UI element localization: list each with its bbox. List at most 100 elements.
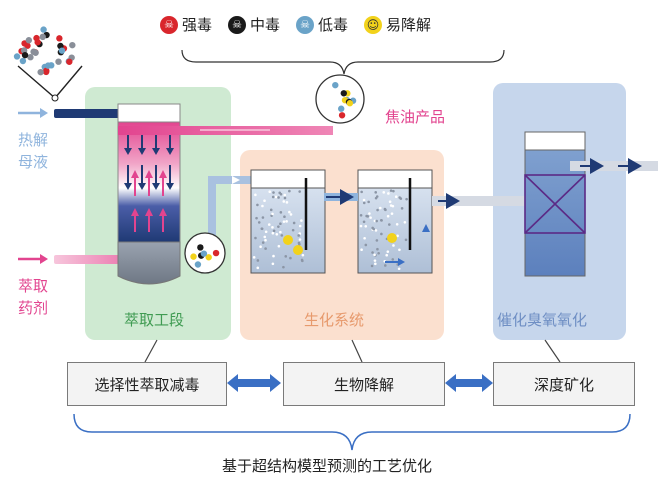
sludge-particle	[280, 234, 284, 237]
pollutant-molecule	[197, 244, 204, 251]
sludge-particle	[257, 221, 261, 224]
sludge-particle	[388, 223, 391, 226]
legend-item-low: ☠ 低毒	[296, 14, 348, 35]
sludge-particle	[277, 225, 280, 228]
sludge-particle	[272, 229, 276, 233]
pollutant-molecule	[205, 254, 212, 261]
sludge-particle	[285, 201, 289, 204]
sludge-particle	[371, 251, 374, 254]
sludge-particle	[382, 191, 386, 194]
pollutant-molecule	[37, 68, 44, 76]
sludge-particle	[376, 247, 379, 251]
catalyst-bed	[524, 174, 586, 234]
sludge-particle	[279, 211, 283, 214]
pollutant-molecule	[39, 33, 46, 41]
sludge-particle	[359, 224, 363, 228]
sludge-particle	[366, 215, 370, 218]
sludge-particle	[380, 232, 383, 236]
sludge-particle	[261, 216, 265, 219]
pollutant-molecule	[346, 100, 354, 107]
pollutant-molecule	[40, 26, 47, 33]
connector-extraction	[144, 339, 158, 363]
blue-skull-icon: ☠	[296, 15, 315, 34]
smiley-icon: ☺	[364, 15, 383, 34]
sludge-particle	[271, 231, 275, 235]
black-skull-icon: ☠	[228, 15, 247, 34]
sludge-particle	[274, 195, 278, 199]
sludge-particle	[283, 193, 287, 197]
legend-label-low: 低毒	[318, 16, 349, 34]
sludge-particle	[373, 259, 377, 262]
sludge-particle	[386, 214, 390, 218]
toxicity-legend: ☠ 强毒 ☠ 中毒 ☠ 低毒 ☺ 易降解	[160, 14, 431, 35]
sludge-particle	[396, 234, 399, 238]
sludge-particle	[256, 266, 260, 270]
sludge-particle	[374, 262, 377, 266]
pollutant-molecule	[332, 81, 339, 89]
sludge-particle	[360, 248, 363, 252]
column-top-cap	[117, 103, 181, 123]
sludge-particle	[261, 241, 265, 244]
sludge-particle	[374, 191, 378, 194]
sludge-particle	[283, 215, 286, 218]
sludge-particle	[367, 200, 370, 204]
sludge-particle	[271, 226, 274, 229]
sludge-particle	[300, 219, 303, 222]
tar-magnifier-bubble	[315, 74, 365, 124]
sludge-particle	[388, 200, 392, 204]
sludge-particle	[256, 259, 260, 262]
column-flow-arrows	[124, 130, 174, 232]
legend-item-degradable: ☺ 易降解	[364, 14, 431, 35]
pollutant-molecule	[19, 57, 27, 65]
sludge-particle	[379, 218, 383, 222]
sludge-particle	[370, 264, 374, 268]
sludge-particle	[373, 253, 376, 257]
legend-label-medium: 中毒	[250, 16, 281, 34]
sludge-particle	[391, 258, 395, 261]
sludge-particle	[383, 264, 387, 267]
sludge-particle	[362, 201, 366, 205]
liquor-arrowhead	[40, 108, 48, 118]
sludge-particle	[285, 220, 288, 223]
pollutant-molecule	[200, 250, 208, 257]
process-box-mineralization: 深度矿化	[493, 362, 635, 406]
degradable-molecule	[387, 233, 397, 243]
double-arrows	[227, 374, 493, 392]
sludge-particle	[298, 190, 301, 193]
sludge-particle	[301, 253, 305, 257]
sludge-particle	[288, 210, 291, 214]
pollutant-molecule	[25, 37, 33, 44]
sludge-particle	[297, 234, 301, 237]
pollutant-molecule	[42, 68, 50, 76]
pollutant-molecule	[27, 54, 34, 61]
pollutant-molecule	[338, 112, 346, 119]
sludge-particle	[390, 212, 394, 215]
biochemical-stage-label: 生化系统	[304, 311, 365, 329]
column-bottom	[117, 241, 181, 285]
sludge-particle	[372, 227, 375, 231]
sludge-particle	[260, 227, 264, 230]
sludge-particle	[374, 196, 378, 200]
sludge-particle	[377, 251, 380, 255]
sludge-particle	[271, 262, 275, 266]
sludge-particle	[389, 204, 393, 207]
sludge-particle	[256, 203, 259, 207]
legend-label-degradable: 易降解	[386, 16, 432, 34]
sludge-particle	[375, 219, 378, 223]
sludge-particle	[288, 189, 291, 193]
sludge-particle	[378, 206, 382, 210]
sludge-particle	[263, 235, 267, 239]
pollutant-molecule	[212, 249, 220, 257]
legend-bracket	[181, 49, 505, 75]
cluster-pointer-dot	[51, 94, 59, 102]
pollutant-molecule	[34, 39, 41, 46]
sludge-particle	[279, 230, 282, 234]
sludge-particle	[364, 243, 368, 247]
tank2-up-arrow	[422, 224, 430, 232]
degradable-molecule	[293, 245, 303, 255]
pollutant-molecule	[338, 105, 345, 112]
double-arrow-1	[227, 374, 281, 392]
pollutant-molecule	[66, 58, 73, 65]
